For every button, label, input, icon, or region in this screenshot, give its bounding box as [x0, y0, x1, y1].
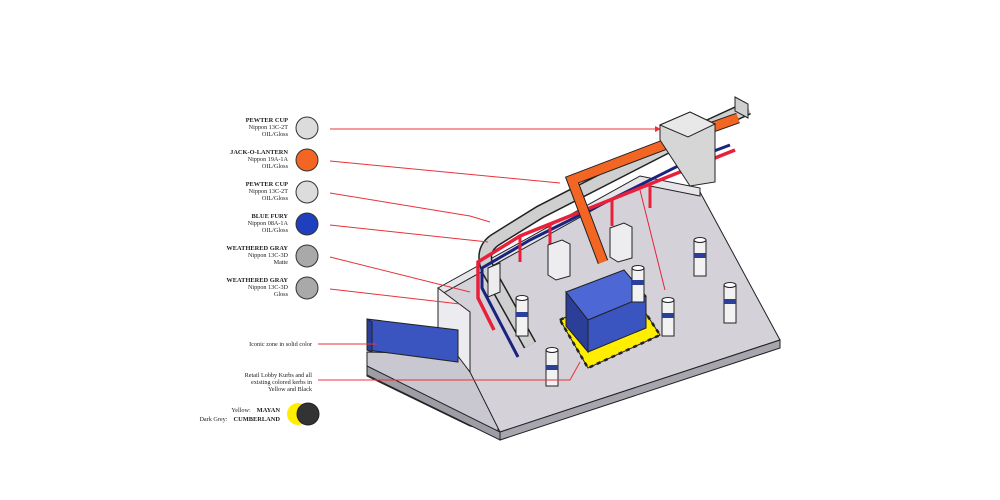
legend-color-code: Nippon 13C-3D [248, 284, 289, 291]
equipment-box [487, 262, 501, 298]
leader-line-4 [329, 224, 489, 243]
legend-color-swatch [295, 212, 319, 236]
legend-color-finish: OIL/Gloss [262, 195, 289, 202]
leader-lines [318, 126, 661, 381]
legend-color-code: Nippon 08A-1A [248, 220, 289, 227]
iconic-zone-note: Iconic zone in solid color [249, 341, 312, 348]
iconic-zone-side [366, 318, 373, 353]
legend-color-code: Nippon 13C-3D [248, 252, 289, 259]
legend-color-finish: OIL/Gloss [262, 227, 289, 234]
leader-line-6 [329, 288, 461, 305]
legend-color-name: JACK-O-LANTERN [230, 149, 288, 156]
leader-line-2 [329, 160, 561, 184]
legend-color-finish: Gloss [274, 291, 289, 298]
svg-text:Dark Grey: CUMBERLAND: Dark Grey: CUMBERLAND [199, 408, 280, 425]
legend-color-swatch [295, 180, 319, 204]
legend-color-name: PEWTER CUP [246, 181, 289, 188]
legend-color-swatch [295, 148, 319, 172]
legend-color-name: PEWTER CUP [246, 117, 289, 124]
legend-color-code: Nippon 19A-1A [248, 156, 289, 163]
legend-color-finish: OIL/Gloss [262, 131, 289, 138]
grey-name: CUMBERLAND [233, 416, 280, 423]
legend-color-code: Nippon 13C-2T [249, 124, 289, 131]
legend-color-finish: OIL/Gloss [262, 163, 289, 170]
yellow-name: MAYAN [257, 407, 281, 414]
legend-color-name: WEATHERED GRAY [226, 245, 288, 252]
legend-color-name: BLUE FURY [251, 213, 288, 220]
columns [515, 237, 737, 387]
gray-conduit-end [734, 96, 749, 119]
kerb-color-swatch: Yellow: MAYAN Dark Grey: CUMBERLAND [199, 399, 320, 426]
svg-text:Yellow: MAYAN: Yellow: MAYAN [231, 399, 280, 416]
leader-line-5 [329, 256, 471, 293]
legend-color-swatch [295, 116, 319, 140]
floor-plate-edge [499, 339, 781, 441]
blue-block-side [587, 295, 647, 353]
kerbs-note-line-2: existing colored kerbs in [251, 379, 312, 386]
yellow-label: Yellow: [231, 407, 251, 414]
legend-color-finish: Matte [274, 259, 289, 266]
kerbs-note-line-1: Retail Lobby Kurbs and all [245, 372, 313, 379]
legend-color-swatch [295, 244, 319, 268]
kerbs-note-line-3: Yellow and Black [268, 386, 313, 393]
legend-color-swatch [295, 276, 319, 300]
leader-line-8 [318, 361, 581, 381]
grey-label: Dark Grey: [199, 416, 227, 423]
isometric-building [366, 96, 781, 441]
legend-color-name: WEATHERED GRAY [226, 277, 288, 284]
dark-grey-swatch [296, 402, 320, 426]
leader-line-3 [329, 192, 491, 223]
legend-color-code: Nippon 13C-2T [249, 188, 289, 195]
